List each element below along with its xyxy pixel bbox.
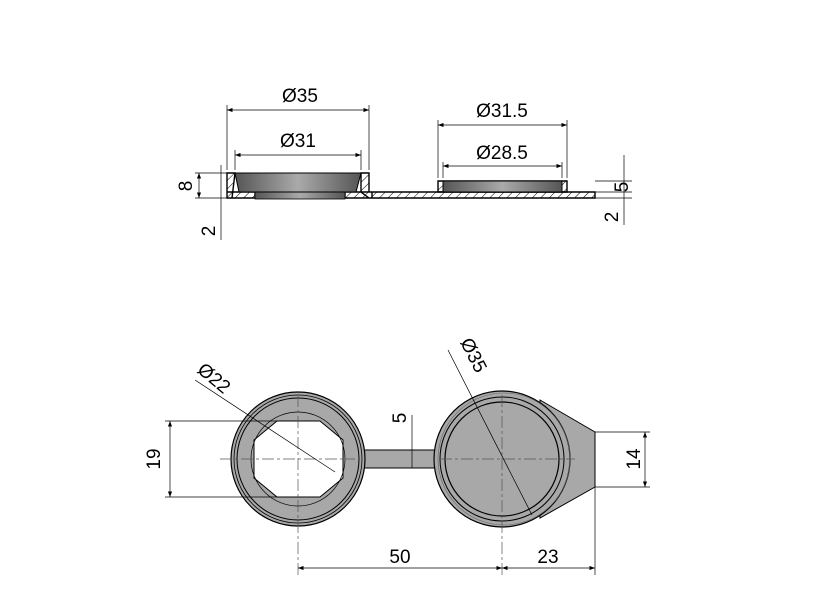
dim-cap-outer-diameter: Ø31.5	[476, 101, 528, 122]
left-cap-insert	[234, 172, 362, 193]
plan-view: Ø22 Ø35 19 5 14 50 23	[144, 335, 650, 575]
strap	[359, 449, 439, 469]
dim-hole-flat-width: 19	[144, 448, 165, 469]
dim-tab-offset: 23	[537, 547, 558, 568]
dim-left-base: 2	[199, 226, 220, 237]
right-cap-insert	[442, 180, 563, 193]
dim-inner-diameter: Ø31	[280, 131, 316, 152]
dim-left-height: 8	[176, 181, 197, 192]
dim-cap-diameter: Ø35	[455, 335, 490, 377]
inner-ring	[254, 191, 346, 200]
dim-cap-inner-diameter: Ø28.5	[476, 143, 528, 164]
dim-right-height: 5	[612, 182, 633, 193]
dim-right-base: 2	[602, 212, 623, 223]
dim-outer-diameter: Ø35	[282, 86, 318, 107]
section-view: Ø35 Ø31 Ø31.5 Ø28.5 8 2 5 2	[176, 86, 633, 240]
dim-strap-width: 5	[390, 413, 411, 424]
dim-center-distance: 50	[389, 547, 410, 568]
dim-tab-width: 14	[624, 448, 645, 470]
